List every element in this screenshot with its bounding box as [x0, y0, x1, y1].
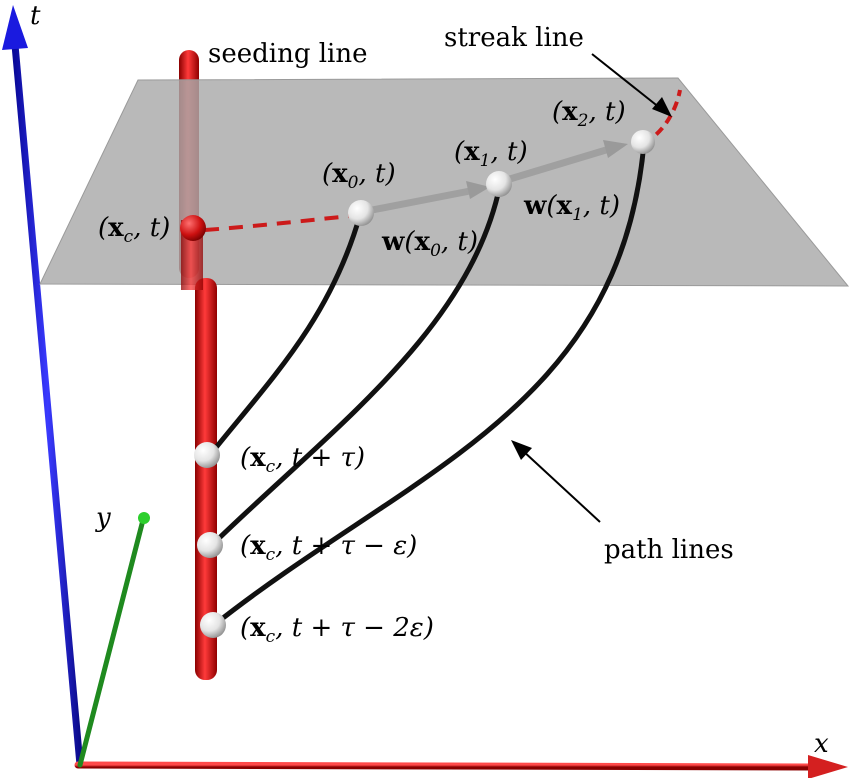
t-axis-label: t [30, 1, 41, 31]
streak-line-pointer [591, 53, 672, 117]
t-axis [2, 5, 84, 769]
point-x2-t-label: (x2, t) [552, 97, 626, 131]
path-line-1 [207, 212, 363, 458]
seed-point-sphere [180, 215, 206, 241]
y-axis-label: y [95, 503, 111, 533]
seed-tau-2eps-sphere [200, 612, 226, 638]
velocity-w-x0-label: w(x0, t) [381, 227, 478, 261]
y-axis [77, 512, 150, 768]
velocity-arrow-w-x1 [496, 140, 628, 186]
point-x0-t-label: (x0, t) [322, 159, 396, 193]
particle-x1-sphere [486, 171, 512, 197]
path-line-2 [209, 182, 503, 548]
time-slice-plane [39, 77, 850, 287]
point-xc-tau-label: (xc, t + τ) [240, 443, 365, 477]
point-xc-tau-eps-label: (xc, t + τ − ε) [240, 531, 417, 565]
path-line-3 [211, 140, 647, 628]
path-lines-pointer [511, 440, 601, 523]
velocity-arrow-w-x0 [358, 181, 490, 216]
particle-x2-sphere [631, 130, 655, 154]
point-x1-t-label: (x1, t) [454, 137, 528, 171]
x-axis-label: x [814, 729, 829, 759]
streak-line-label: streak line [444, 23, 584, 53]
x-axis [74, 755, 848, 778]
path-lines-label: path lines [604, 535, 734, 565]
streak-line-segment-a [204, 213, 361, 232]
y-axis-arrowhead [138, 512, 150, 524]
point-xc-t-label: (xc, t) [98, 213, 170, 247]
point-xc-tau-2eps-label: (xc, t + τ − 2ε) [240, 613, 434, 647]
t-axis-arrowhead [2, 5, 28, 50]
seeding-line-label: seeding line [208, 39, 368, 69]
seed-tau-sphere [194, 442, 220, 468]
particle-x0-sphere [348, 200, 374, 226]
velocity-w-x1-label: w(x1, t) [523, 191, 620, 225]
x-axis-arrowhead [808, 755, 848, 778]
seeding-line-lower [195, 278, 217, 680]
seed-tau-eps-sphere [197, 532, 223, 558]
